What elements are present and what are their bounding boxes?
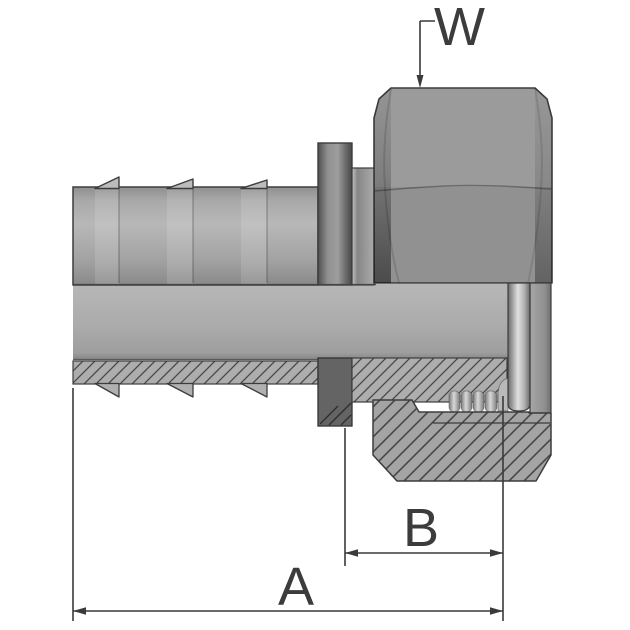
hex-nut	[373, 87, 553, 284]
barb-teeth-bottom	[94, 382, 268, 398]
nut-section-block	[372, 399, 552, 482]
dimension-a-line	[73, 607, 503, 615]
hex-flat-ridge-line	[374, 184, 552, 192]
stem	[351, 167, 375, 286]
w-leader	[416, 20, 435, 88]
label-b: B	[403, 498, 439, 558]
seat-tube	[507, 282, 531, 412]
nut-far-wall	[529, 282, 552, 414]
dimension-b-line	[345, 549, 503, 557]
barb-teeth-top	[94, 176, 268, 190]
label-w: W	[434, 0, 485, 57]
w-arrowhead-icon	[416, 75, 424, 88]
collar-rib	[317, 142, 353, 286]
barb-edge-lines	[118, 189, 268, 283]
a-arrow-left-icon	[73, 607, 86, 615]
thread-crests	[448, 390, 498, 413]
b-arrow-right-icon	[490, 549, 503, 557]
dimensions	[72, 20, 504, 621]
collar-section	[317, 357, 353, 427]
hose-tail	[72, 176, 319, 286]
a-arrow-right-icon	[490, 607, 503, 615]
label-a: A	[278, 557, 314, 617]
bore-section-band	[73, 284, 508, 361]
tail-wall-section	[72, 360, 319, 398]
b-arrow-left-icon	[345, 549, 358, 557]
